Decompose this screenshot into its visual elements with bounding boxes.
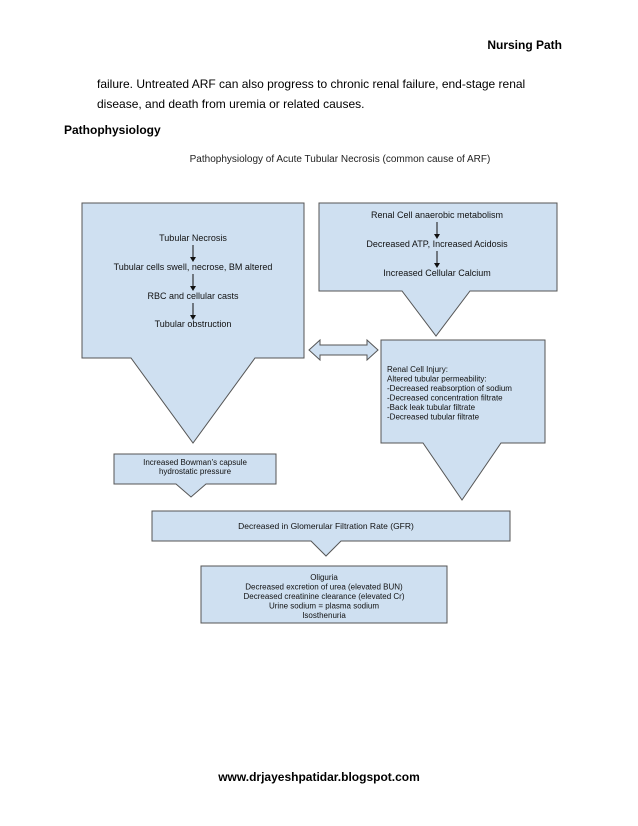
oliguria-text-4: Urine sodium = plasma sodium [269, 602, 379, 611]
diagram-title: Pathophysiology of Acute Tubular Necrosi… [189, 154, 491, 165]
oliguria-box [200, 565, 448, 624]
right-box-text-1: Renal Cell anaerobic metabolism [371, 210, 503, 220]
intro-line-1: failure. Untreated ARF can also progress… [97, 77, 526, 91]
right-box-text-2: Decreased ATP, Increased Acidosis [366, 239, 508, 249]
injury-text-3: -Decreased reabsorption of sodium [387, 384, 512, 393]
bowman-arrow-box [113, 453, 277, 498]
gfr-arrow-box [151, 510, 511, 557]
section-heading: Pathophysiology [64, 123, 161, 137]
intro-paragraph: failure. Untreated ARF can also progress… [97, 74, 577, 114]
right-arrow-box [318, 202, 558, 337]
left-arrow-1-head [190, 257, 196, 262]
injury-text-6: -Decreased tubular filtrate [387, 413, 480, 422]
oliguria-text-5: Isosthenuria [302, 611, 346, 620]
injury-text-1: Renal Cell Injury: [387, 365, 448, 374]
left-box-text-3: RBC and cellular casts [147, 291, 239, 301]
left-box-text-2: Tubular cells swell, necrose, BM altered [114, 262, 273, 272]
running-header: Nursing Path [487, 38, 562, 52]
intro-line-2: disease, and death from uremia or relate… [97, 97, 365, 111]
double-arrow [308, 338, 379, 362]
bowman-text-1: Increased Bowman's capsule [143, 458, 247, 467]
injury-text-2: Altered tubular permeability: [387, 375, 487, 384]
right-box-text-3: Increased Cellular Calcium [383, 268, 491, 278]
bowman-text-2: hydrostatic pressure [159, 467, 232, 476]
left-box-text-1: Tubular Necrosis [159, 233, 227, 243]
right-arrow-2-head [434, 263, 440, 268]
oliguria-text-1: Oliguria [310, 573, 338, 582]
left-arrow-3-head [190, 315, 196, 320]
oliguria-text-3: Decreased creatinine clearance (elevated… [244, 592, 405, 601]
left-box-text-4: Tubular obstruction [155, 319, 232, 329]
right-arrow-1-head [434, 234, 440, 239]
footer-url: www.drjayeshpatidar.blogspot.com [218, 770, 420, 784]
oliguria-text-2: Decreased excretion of urea (elevated BU… [245, 583, 403, 592]
injury-text-4: -Decreased concentration filtrate [387, 394, 503, 403]
gfr-text: Decreased in Glomerular Filtration Rate … [238, 521, 414, 531]
left-arrow-box [81, 202, 305, 444]
left-arrow-2-head [190, 286, 196, 291]
injury-text-5: -Back leak tubular filtrate [387, 403, 476, 412]
injury-arrow-box [380, 339, 546, 501]
